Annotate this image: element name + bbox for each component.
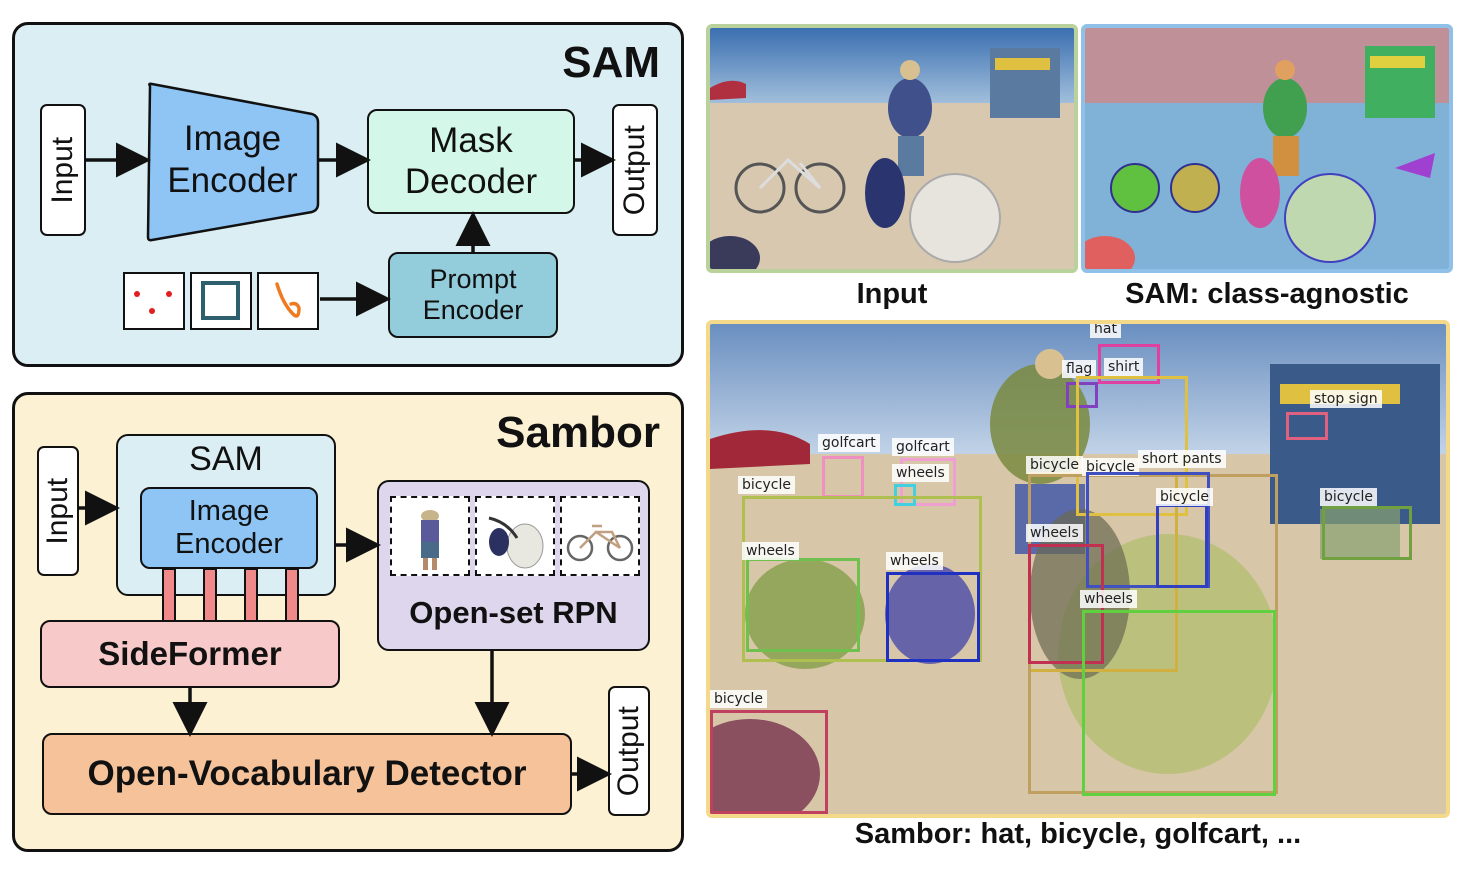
open-vocabulary-detector: Open-Vocabulary Detector	[42, 733, 572, 815]
scribble-prompt-icon	[257, 272, 319, 330]
detection-box-wheels	[746, 558, 860, 652]
detection-box-hat	[1098, 344, 1160, 384]
input-photo	[706, 24, 1078, 273]
detection-label: bicycle	[1156, 488, 1213, 506]
detection-label: golfcart	[892, 438, 954, 456]
detection-label: golfcart	[818, 434, 880, 452]
detection-label: wheels	[1026, 524, 1083, 542]
detector-label: Open-Vocabulary Detector	[87, 753, 527, 793]
detection-box-stop-sign	[1286, 412, 1328, 440]
detection-label: bicycle	[1082, 458, 1139, 476]
rpn-label: Open-set RPN	[409, 595, 618, 630]
box-prompt-icon	[190, 272, 252, 330]
detection-label: wheels	[892, 464, 949, 482]
detection-box-short-pants	[1086, 472, 1210, 588]
detection-box-flag	[1066, 382, 1098, 408]
prompt-encoder: Prompt Encoder	[388, 252, 558, 338]
detection-label: bicycle	[1026, 456, 1083, 474]
rpn-proposal-crop	[475, 496, 555, 576]
detection-box-golfcart	[900, 458, 956, 506]
sam-caption: SAM: class-agnostic	[1125, 278, 1409, 310]
sambor-image-encoder: Image Encoder	[140, 487, 318, 569]
input-caption: Input	[856, 278, 928, 310]
detection-box-golfcart	[822, 456, 864, 498]
rpn-proposal-crop	[390, 496, 470, 576]
sambor-input-box: Input	[37, 446, 79, 576]
mask-decoder-label: Mask Decoder	[404, 121, 538, 201]
sambor-output-box: Output	[608, 686, 650, 816]
sam-arrows	[86, 142, 616, 317]
prompt-encoder-label: Prompt Encoder	[422, 263, 524, 325]
detection-box-wheels	[1082, 610, 1276, 796]
sambor-detection-photo: hat flag shirt stop sign golfcart golfca…	[706, 320, 1450, 818]
detection-box-wheels	[894, 484, 916, 506]
detection-box-bicycle	[1322, 506, 1412, 560]
sambor-image-encoder-label: Image Encoder	[174, 494, 283, 560]
detection-label: short pants	[1138, 450, 1226, 468]
points-prompt-icon	[123, 272, 185, 330]
sideformer-label: SideFormer	[98, 635, 282, 673]
sideformer: SideFormer	[40, 620, 340, 688]
detection-box-bicycle	[710, 710, 828, 814]
detection-label: wheels	[1080, 590, 1137, 608]
sambor-caption: Sambor: hat, bicycle, golfcart, ...	[854, 818, 1302, 850]
rpn-proposal-crop	[560, 496, 640, 576]
detection-label: bicycle	[710, 690, 767, 708]
sambor-sam-label: SAM	[189, 440, 263, 478]
detection-label: wheels	[742, 542, 799, 560]
detection-label: stop sign	[1310, 390, 1382, 408]
detection-box-wheels	[886, 572, 980, 662]
sam-mask-photo	[1081, 24, 1453, 273]
detection-box-shirt	[1076, 376, 1188, 516]
detection-label: bicycle	[738, 476, 795, 494]
detection-label: flag	[1062, 360, 1097, 378]
sam-input-box: Input	[40, 104, 86, 236]
detection-box-bicycle	[742, 496, 982, 662]
sam-title: SAM	[562, 38, 660, 87]
sambor-arrows	[79, 490, 612, 792]
detection-label: bicycle	[1320, 488, 1377, 506]
sam-image-encoder-label: Image Encoder	[167, 119, 298, 200]
detection-label: shirt	[1104, 358, 1144, 376]
detection-label: wheels	[886, 552, 943, 570]
sambor-title: Sambor	[496, 408, 660, 457]
detection-label: hat	[1090, 324, 1121, 338]
sam-image-encoder	[146, 82, 320, 242]
detection-box-bicycle	[1156, 504, 1208, 588]
